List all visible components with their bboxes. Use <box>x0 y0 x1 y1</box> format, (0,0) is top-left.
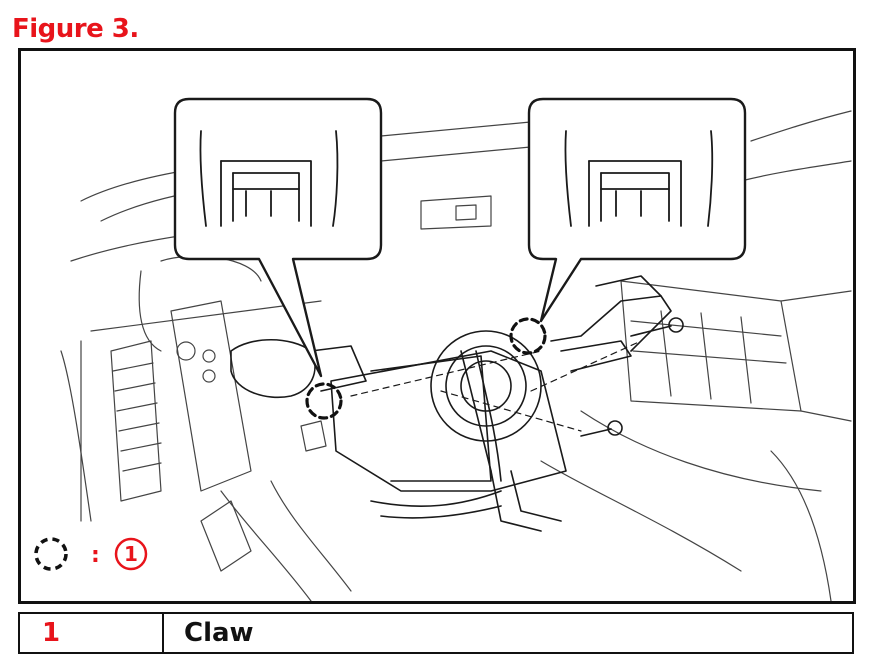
claw-marker-left <box>305 382 343 420</box>
claw-detail-left <box>173 97 383 378</box>
claw-detail-right <box>527 97 747 323</box>
figure-illustration: : 1 <box>18 48 856 604</box>
claw-location-markers <box>305 317 547 420</box>
table-row: 1 Claw <box>18 612 854 654</box>
steering-column-drawing <box>60 97 852 601</box>
legend-label: Claw <box>162 612 854 654</box>
legend-number: 1 <box>18 612 164 654</box>
claw-marker-right <box>509 317 547 355</box>
steering-column <box>230 275 684 532</box>
callout-key: : 1 <box>34 537 148 571</box>
callout-number-circle <box>114 537 148 571</box>
dashboard-lines <box>60 110 852 601</box>
dashed-circle-icon <box>34 537 68 571</box>
callout-separator: : <box>91 543 100 568</box>
callout-number: 1 <box>124 542 138 566</box>
figure-title: Figure 3. <box>12 14 139 44</box>
legend-table: 1 Claw <box>18 612 854 654</box>
